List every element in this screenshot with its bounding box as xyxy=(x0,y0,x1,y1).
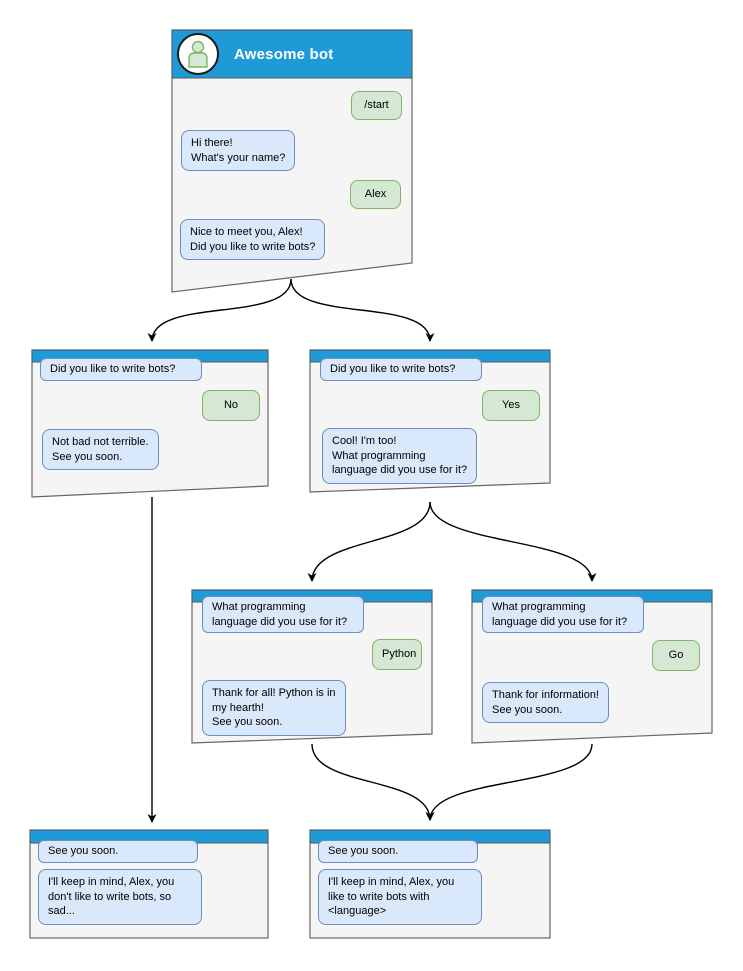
avatar xyxy=(177,33,219,75)
user-message-name: Alex xyxy=(350,180,401,209)
bot-message-yes-reply: Cool! I'm too! What programming language… xyxy=(322,428,478,484)
connector-go-to-end xyxy=(425,743,593,821)
connector-yes-to-python xyxy=(307,501,431,582)
bot-message-see-you-soon-yes: See you soon. xyxy=(318,840,478,863)
bot-message-nice-to-meet: Nice to meet you, Alex! Did you like to … xyxy=(180,219,326,261)
bot-message-python-reply: Thank for all! Python is in my hearth! S… xyxy=(202,680,346,736)
user-message-start: /start xyxy=(351,91,402,120)
bot-message-question-go-branch: What programming language did you use fo… xyxy=(482,596,644,634)
bot-message-question-yes-branch: Did you like to write bots? xyxy=(320,358,482,381)
connector-main-to-yes xyxy=(290,278,435,342)
bot-message-no-reply: Not bad not terrible. See you soon. xyxy=(42,429,159,471)
bot-message-go-reply: Thank for information! See you soon. xyxy=(482,682,609,724)
bot-message-question-no-branch: Did you like to write bots? xyxy=(40,358,202,381)
user-message-yes: Yes xyxy=(482,390,540,421)
connector-python-to-end xyxy=(311,743,435,821)
page-title: Awesome bot xyxy=(234,46,334,63)
user-message-go: Go xyxy=(652,640,700,671)
person-icon xyxy=(188,40,208,68)
bot-message-question-python-branch: What programming language did you use fo… xyxy=(202,596,364,634)
user-message-python: Python xyxy=(372,639,422,670)
bot-message-keep-in-mind-yes: I'll keep in mind, Alex, you like to wri… xyxy=(318,869,482,925)
bot-message-keep-in-mind-no: I'll keep in mind, Alex, you don't like … xyxy=(38,869,202,925)
bot-message-greeting: Hi there! What's your name? xyxy=(181,130,296,172)
connector-main-to-no xyxy=(147,278,292,342)
connector-yes-to-go xyxy=(429,501,597,582)
bot-message-see-you-soon-no: See you soon. xyxy=(38,840,198,863)
user-message-no: No xyxy=(202,390,260,421)
